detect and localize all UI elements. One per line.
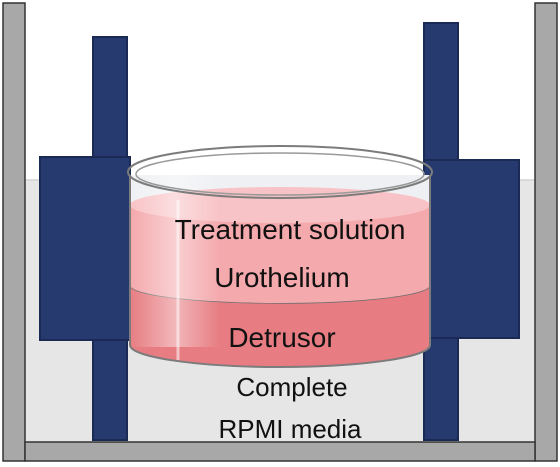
label-media-line2: RPMI media: [218, 414, 362, 444]
label-treatment-solution: Treatment solution: [175, 214, 406, 245]
label-detrusor: Detrusor: [228, 322, 335, 353]
left-clamp-block: [39, 156, 131, 341]
right-clamp-block: [423, 159, 520, 339]
container-right-wall: [534, 2, 558, 462]
container-left-wall: [2, 2, 26, 462]
dish-outline: [129, 175, 431, 368]
dish-rim-inner: [135, 152, 425, 196]
label-urothelium: Urothelium: [214, 262, 349, 293]
dish-rim-outer: [127, 145, 433, 199]
container-base: [24, 441, 536, 462]
left-clamp: [39, 36, 131, 441]
tissue-dish: [127, 145, 433, 368]
dish-glass-highlight: [130, 175, 430, 347]
label-media-line1: Complete: [236, 372, 347, 402]
